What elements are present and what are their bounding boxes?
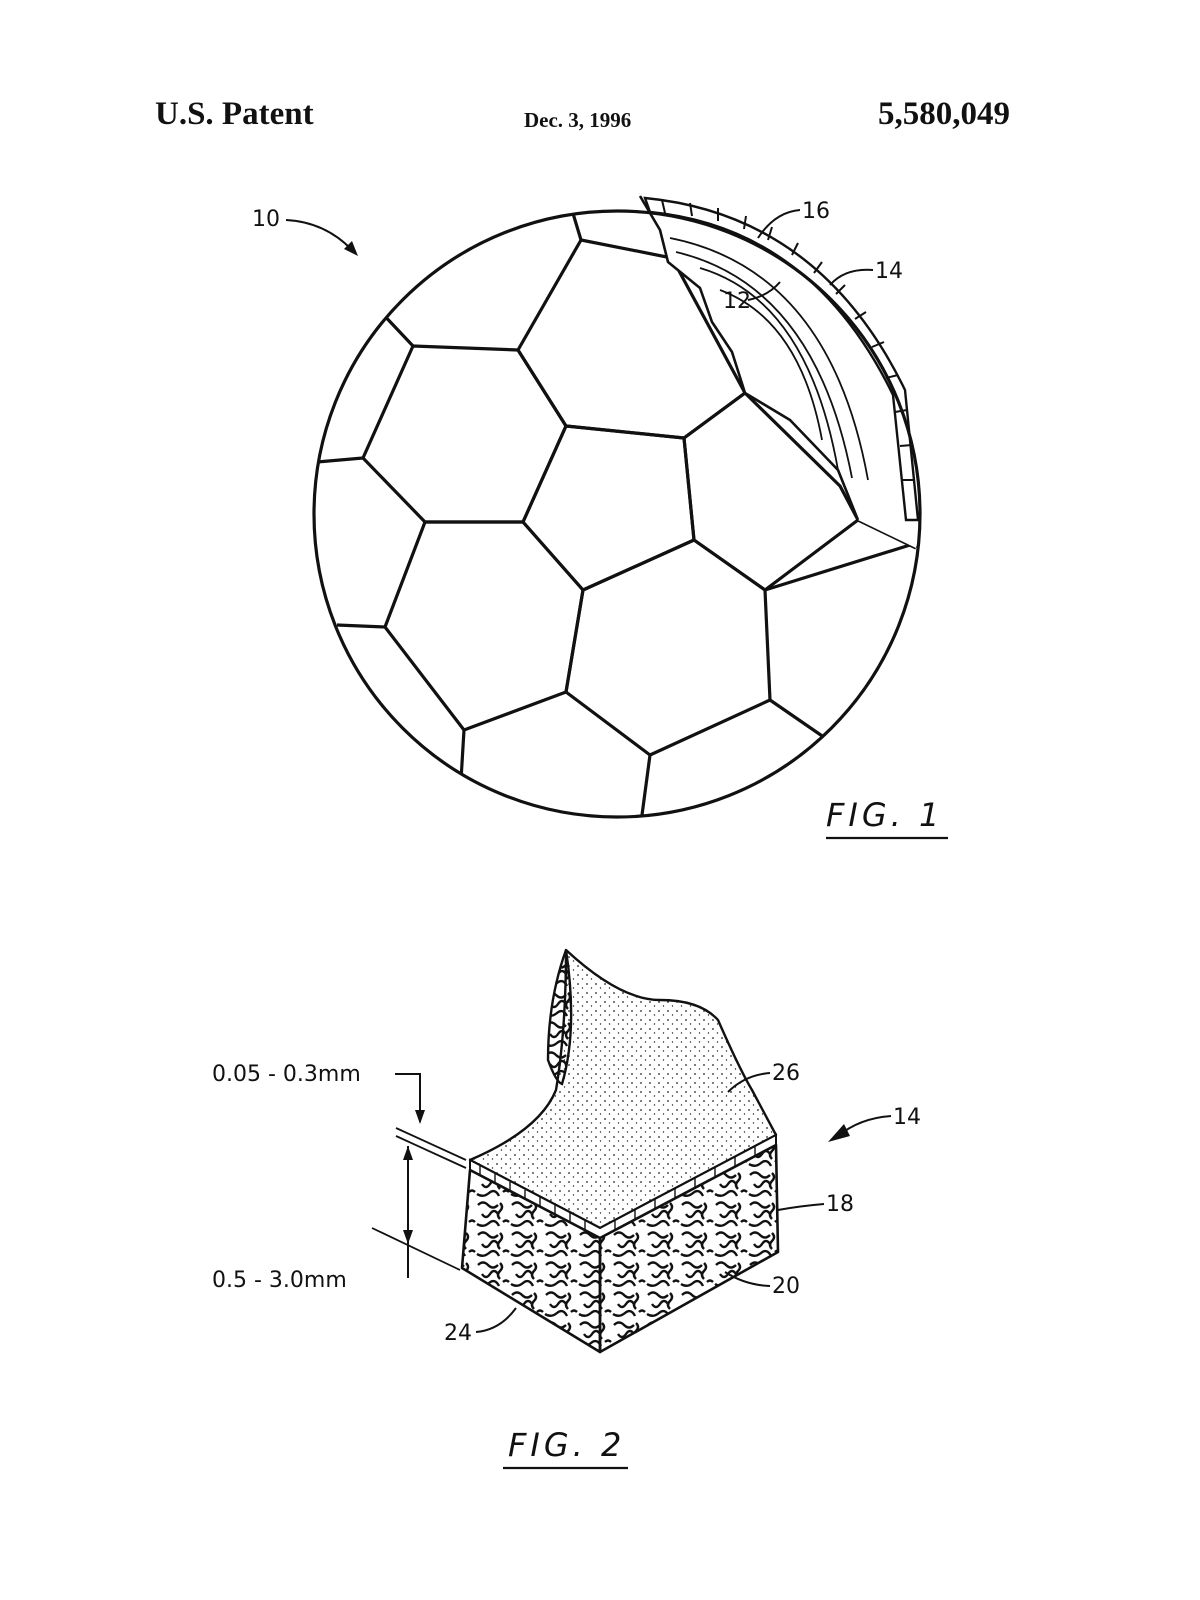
ref-20: 20 <box>772 1274 800 1299</box>
figure-1-ball: 10 16 14 12 FIG. 1 <box>252 190 948 840</box>
figure-2-section: 0.05 - 0.3mm 0.5 - 3.0mm 26 14 18 20 24 … <box>212 948 921 1470</box>
ref-18: 18 <box>826 1192 854 1217</box>
ref-10: 10 <box>252 207 280 232</box>
patent-number: 5,580,049 <box>878 96 1010 132</box>
ref-24: 24 <box>444 1321 472 1346</box>
ref-16: 16 <box>802 199 830 224</box>
figure-2-caption: FIG. 2 <box>508 1426 625 1464</box>
ref-26: 26 <box>772 1061 800 1086</box>
ref-14: 14 <box>875 259 903 284</box>
patent-date: Dec. 3, 1996 <box>524 108 632 132</box>
ref-14-fig2: 14 <box>893 1105 921 1130</box>
dimension-foam-thickness: 0.5 - 3.0mm <box>212 1268 347 1293</box>
patent-label: U.S. Patent <box>155 96 314 132</box>
ref-12: 12 <box>723 289 751 314</box>
figure-1-caption: FIG. 1 <box>826 796 943 834</box>
dimension-skin-thickness: 0.05 - 0.3mm <box>212 1062 361 1087</box>
